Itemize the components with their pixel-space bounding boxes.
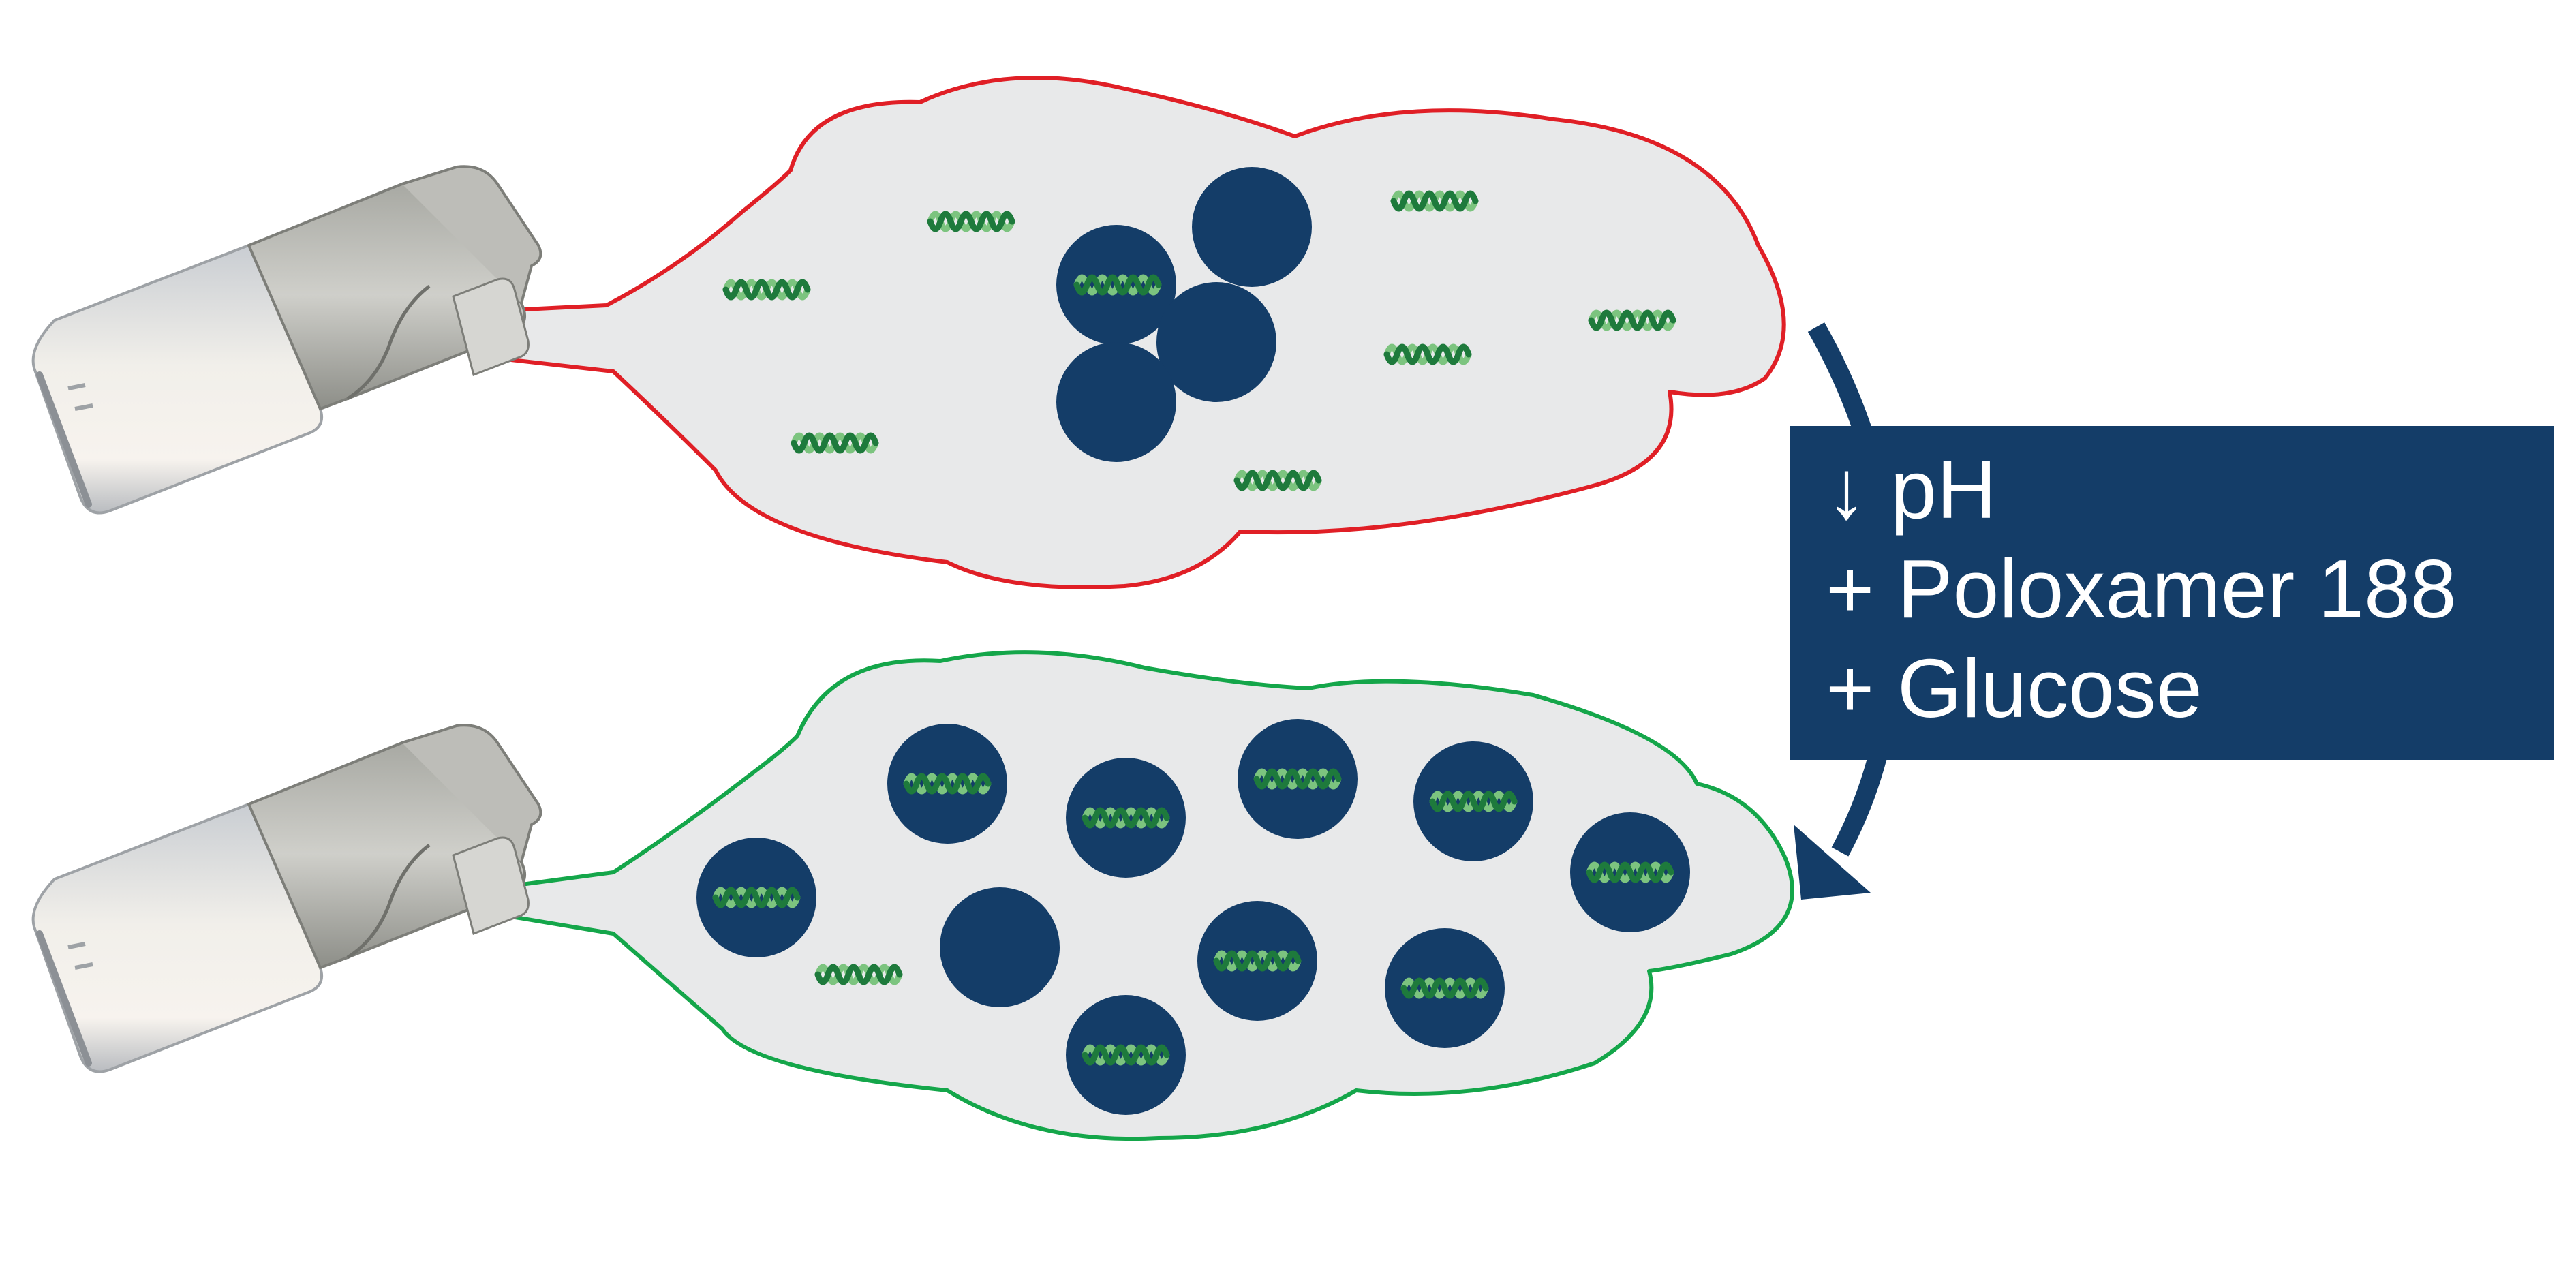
nanoparticle (1066, 758, 1186, 878)
nanoparticle (887, 724, 1007, 844)
helix-icon (1591, 313, 1673, 328)
helix-icon (726, 282, 808, 297)
nanoparticle (1197, 901, 1317, 1021)
nanoparticle (940, 887, 1060, 1007)
nanoparticle (1192, 167, 1312, 287)
condition-poloxamer: + Poloxamer 188 (1826, 542, 2457, 635)
helix-icon (794, 435, 876, 450)
condition-glucose: + Glucose (1826, 642, 2203, 735)
nanoparticle (1056, 342, 1176, 462)
helix-icon (1077, 277, 1159, 292)
inhaler-icon (33, 725, 541, 1071)
helix-icon (1387, 347, 1469, 362)
nanoparticle (1385, 928, 1505, 1048)
helix-icon (1394, 194, 1475, 209)
nanoparticle (1570, 812, 1690, 932)
inhaler-icon (33, 166, 541, 512)
helix-icon (930, 214, 1012, 229)
helix-icon (1237, 473, 1319, 488)
helix-icon (818, 967, 900, 982)
arrow-head-icon (1794, 825, 1871, 900)
nanoparticle (696, 838, 816, 957)
nanoparticle (1238, 719, 1358, 839)
nanoparticle (1156, 282, 1276, 402)
condition-ph: ↓ pH (1826, 443, 1997, 536)
nanoparticle (1413, 741, 1533, 861)
nanoparticle (1066, 995, 1186, 1115)
conditions-box: ↓ pH + Poloxamer 188 + Glucose (1790, 426, 2554, 760)
